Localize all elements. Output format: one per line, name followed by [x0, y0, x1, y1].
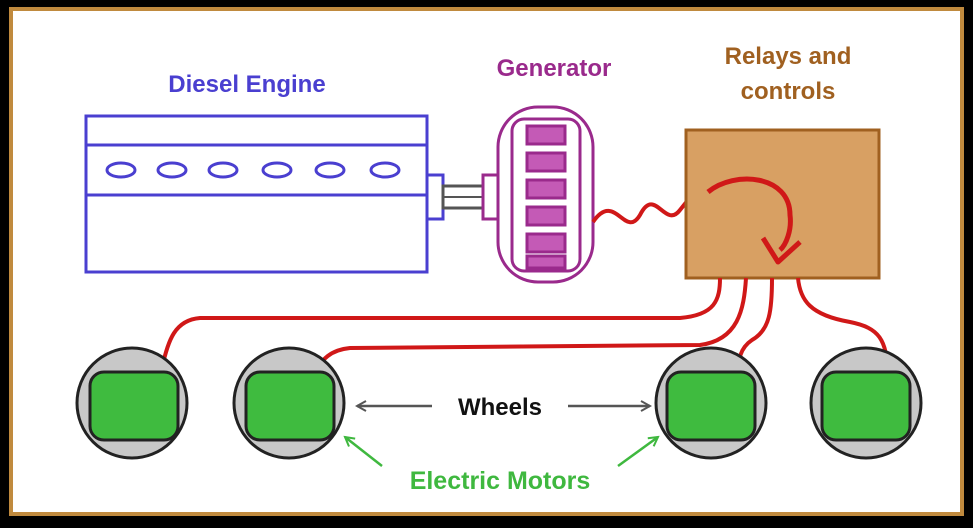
electric-motor: [665, 370, 757, 442]
generator-wire: [591, 198, 690, 225]
drive-shaft: [441, 184, 485, 210]
generator: [481, 105, 595, 284]
relays-label-line1: Relays and: [725, 43, 852, 70]
engine-label: Diesel Engine: [168, 71, 325, 98]
generator-label: Generator: [497, 55, 612, 82]
wheel-3: [654, 346, 768, 460]
motors-label: Electric Motors: [410, 467, 591, 495]
control-arrow-head: [760, 236, 802, 265]
winding: [525, 232, 567, 254]
wheel-2: [232, 346, 346, 460]
cylinder: [314, 161, 346, 179]
diesel-engine: [84, 114, 445, 274]
relays-box: [684, 128, 881, 280]
wheel-4: [809, 346, 923, 460]
cylinder: [156, 161, 188, 179]
winding: [525, 254, 567, 270]
relays-label-line2: controls: [741, 78, 836, 105]
winding: [525, 178, 567, 200]
wire-motor-1: [160, 277, 722, 369]
winding: [525, 124, 567, 146]
wheel-1: [75, 346, 189, 460]
electric-motor: [88, 370, 180, 442]
cylinder: [261, 161, 293, 179]
cylinder: [369, 161, 401, 179]
relays-and-controls: [684, 128, 881, 280]
winding: [525, 151, 567, 173]
cylinder: [105, 161, 137, 179]
motors-arrow-left: [345, 437, 383, 467]
wire-motor-4: [796, 277, 890, 373]
electric-motor: [820, 370, 912, 442]
control-arrow: [706, 176, 793, 252]
electric-motor: [244, 370, 336, 442]
winding: [525, 205, 567, 227]
engine-cylinders: [105, 161, 401, 179]
engine-coupling: [425, 173, 445, 221]
motors-arrow-right: [617, 437, 658, 468]
generator-windings: [525, 124, 567, 270]
cylinder: [207, 161, 239, 179]
wheels-label: Wheels: [458, 394, 542, 421]
